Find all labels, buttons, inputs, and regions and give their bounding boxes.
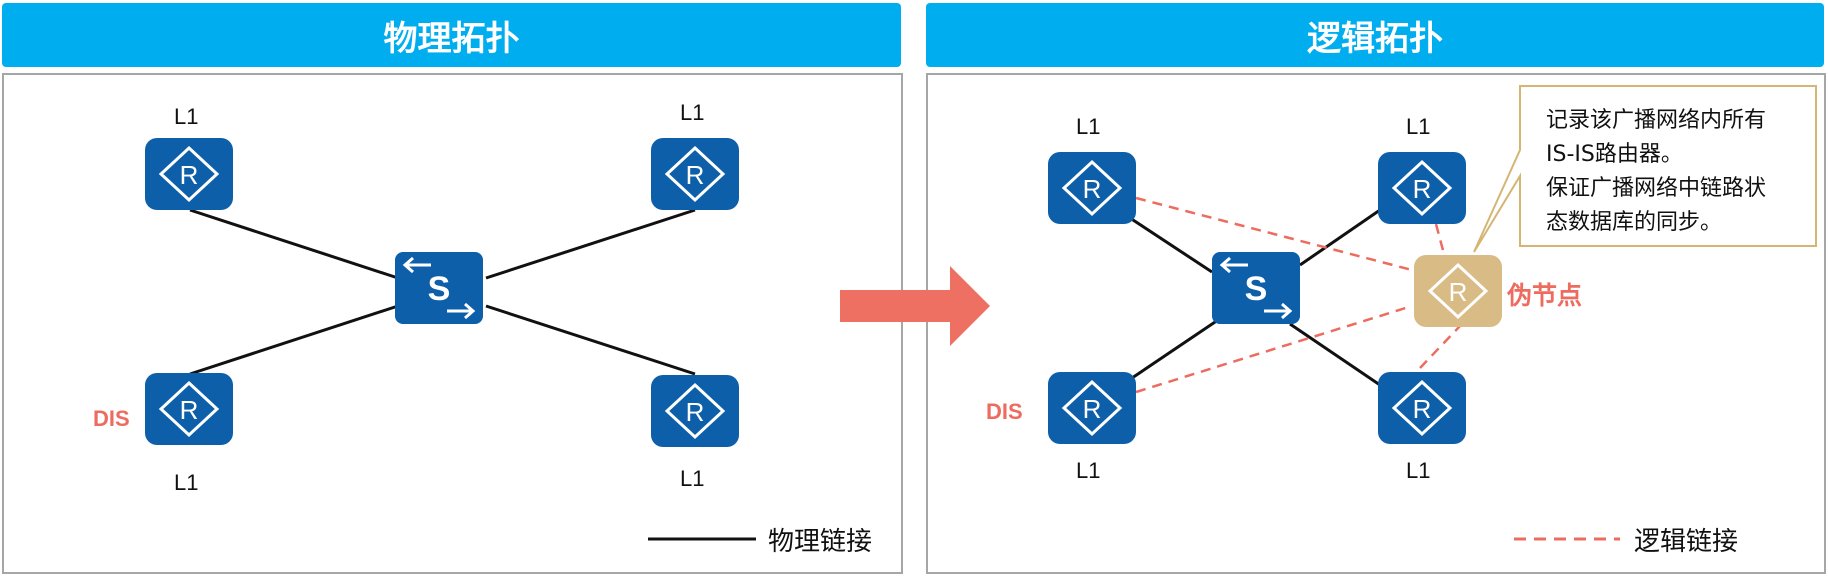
logical-topology-title: 逻辑拓扑 (1307, 18, 1443, 59)
router-letter: R (686, 397, 705, 427)
pseudo-node-callout: 记录该广播网络内所有 IS-IS路由器。 保证广播网络中链路状 态数据库的同步。 (1546, 104, 1816, 240)
router-icon: R (145, 373, 233, 445)
router-level-label: L1 (174, 470, 199, 495)
router-letter: R (180, 160, 199, 190)
router-letter: R (1413, 394, 1432, 424)
physical-link (1299, 208, 1381, 267)
physical-link (189, 304, 399, 376)
router-level-label: L1 (1076, 114, 1101, 139)
physical-link (1289, 322, 1381, 387)
physical-link (485, 208, 696, 280)
legend-logical-text: 逻辑链接 (1634, 527, 1739, 557)
router-level-label: L1 (1076, 458, 1101, 483)
router-icon: R (145, 138, 233, 210)
logical-link (1419, 325, 1461, 369)
legend-physical-text: 物理链接 (768, 527, 873, 557)
switch-letter: S (1245, 270, 1268, 308)
router-level-label: L1 (1406, 458, 1431, 483)
physical-link (189, 208, 399, 280)
router-icon: R (1378, 372, 1466, 444)
router-letter: R (1413, 174, 1432, 204)
switch-letter: S (428, 270, 451, 308)
router-icon: R (1378, 152, 1466, 224)
logical-link (1434, 223, 1446, 255)
callout-line: 记录该广播网络内所有 (1546, 108, 1767, 133)
dis-label: DIS (93, 406, 130, 431)
router-letter: R (1449, 277, 1468, 307)
switch-icon: S (1212, 252, 1300, 324)
router-icon: R (651, 375, 739, 447)
router-icon: R (1048, 152, 1136, 224)
router-letter: R (180, 395, 199, 425)
logical-link (1135, 304, 1413, 394)
callout-box (1473, 85, 1817, 253)
dis-label: DIS (986, 399, 1023, 424)
pseudo-node-icon: R (1414, 255, 1502, 327)
router-level-label: L1 (680, 466, 705, 491)
router-letter: R (1083, 394, 1102, 424)
callout-line: IS-IS路由器。 (1546, 142, 1683, 167)
router-icon: R (651, 138, 739, 210)
logical-topology-header: 逻辑拓扑 (926, 3, 1824, 67)
router-level-label: L1 (680, 100, 705, 125)
physical-link (485, 304, 696, 376)
callout-line: 态数据库的同步。 (1546, 210, 1723, 235)
physical-topology-header: 物理拓扑 (2, 3, 901, 67)
switch-icon: S (395, 252, 483, 324)
physical-link (1131, 318, 1219, 380)
logical-link (1135, 196, 1413, 272)
callout-line: 保证广播网络中链路状 (1546, 176, 1767, 201)
physical-link (1129, 216, 1213, 274)
physical-topology-title: 物理拓扑 (383, 18, 520, 59)
router-level-label: L1 (1406, 114, 1431, 139)
pseudo-node-label: 伪节点 (1507, 281, 1583, 310)
router-letter: R (1083, 174, 1102, 204)
router-letter: R (686, 160, 705, 190)
router-level-label: L1 (174, 104, 199, 129)
router-icon: R (1048, 372, 1136, 444)
right-arrow-icon (840, 266, 990, 346)
